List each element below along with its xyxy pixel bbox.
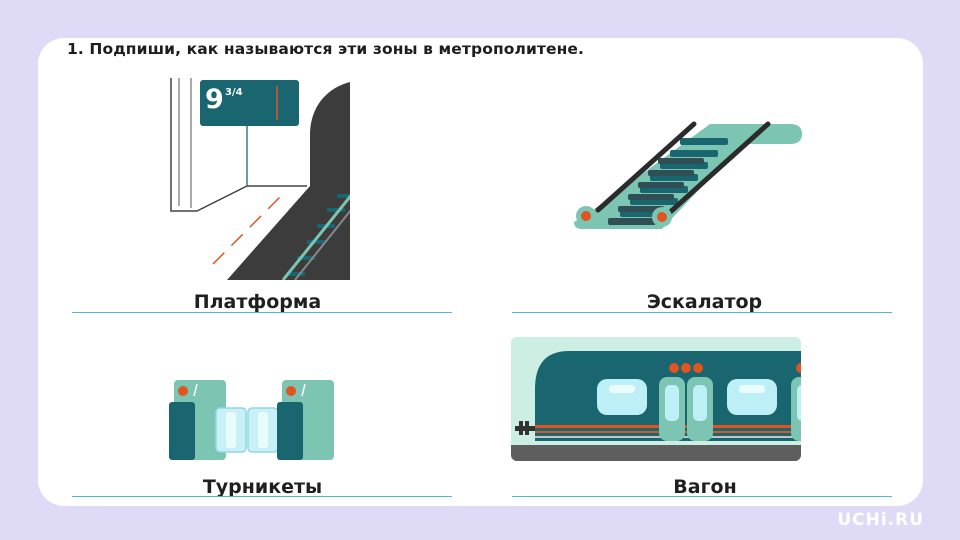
wagon-illustration <box>511 337 801 461</box>
answer-line-escalator[interactable] <box>512 312 892 313</box>
platform-sign <box>200 80 299 126</box>
label-escalator: Эскалатор <box>646 291 763 313</box>
label-turnstiles: Турникеты <box>202 476 323 498</box>
platform-sign-fraction: 3/4 <box>225 87 243 98</box>
task-title: 1. Подпиши, как называются эти зоны в ме… <box>67 40 585 58</box>
label-wagon: Вагон <box>673 476 737 498</box>
escalator-illustration <box>574 121 802 229</box>
answer-line-platform[interactable] <box>72 312 452 313</box>
platform-sign-number: 9 <box>205 84 224 115</box>
answer-line-turnstiles[interactable] <box>72 496 452 497</box>
answer-line-wagon[interactable] <box>512 496 892 497</box>
platform-illustration: 9 3/4 <box>170 78 350 280</box>
label-platform: Платформа <box>193 291 322 313</box>
brand-logo: UCHi.RU <box>837 510 924 530</box>
turnstiles-illustration <box>169 380 334 460</box>
